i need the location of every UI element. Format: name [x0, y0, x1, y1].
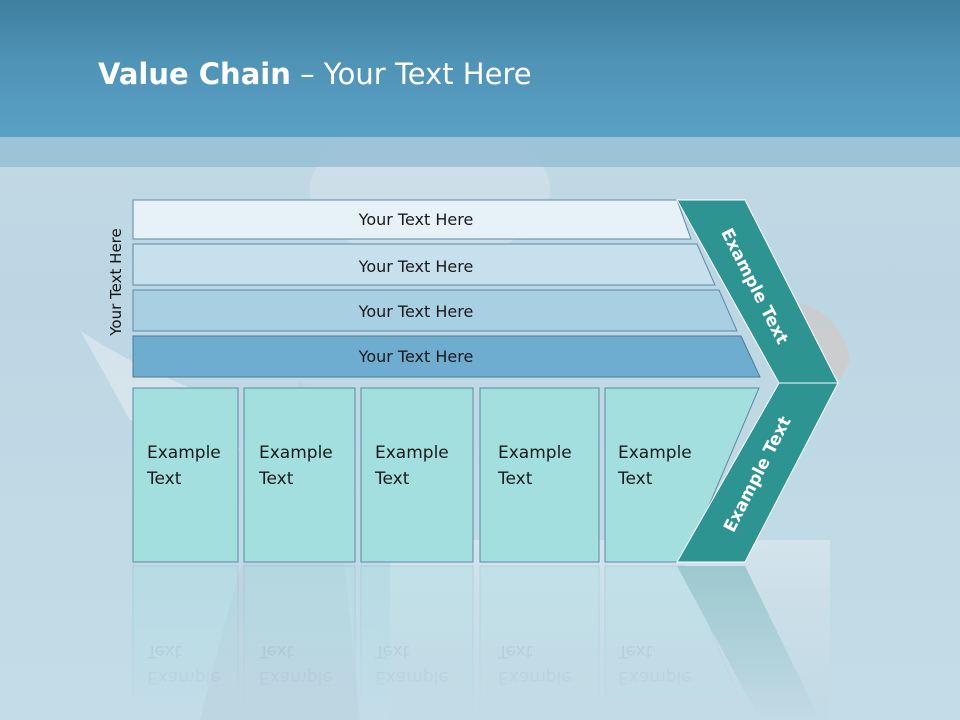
support-row-3-label: Your Text Here [358, 302, 474, 321]
svg-text:Example: Example [259, 667, 333, 687]
svg-text:Text: Text [258, 641, 294, 661]
support-row-3[interactable] [132, 289, 738, 332]
svg-text:Example: Example [618, 667, 692, 687]
primary-cell-1[interactable] [132, 387, 239, 563]
margin-chevron-lower[interactable] [676, 382, 839, 563]
title-rest: – Your Text Here [290, 57, 532, 91]
primary-reflection: Example Text Example Text Example Text Exam… [132, 565, 820, 720]
svg-text:Text: Text [497, 641, 533, 661]
title-bold: Value Chain [98, 57, 291, 91]
support-row-4[interactable] [132, 335, 761, 378]
svg-text:Example: Example [147, 667, 221, 687]
support-row-1-label: Your Text Here [358, 210, 474, 229]
slide-title: Value Chain – Your Text Here [98, 54, 532, 94]
primary-cell-2[interactable] [243, 387, 356, 563]
primary-cell-4[interactable] [479, 387, 600, 563]
support-row-1[interactable] [132, 199, 692, 240]
title-bar [0, 0, 960, 137]
svg-text:Example: Example [375, 667, 449, 687]
svg-text:Text: Text [146, 641, 182, 661]
svg-text:Example: Example [498, 667, 572, 687]
support-row-2[interactable] [132, 243, 716, 286]
title-band [0, 137, 960, 167]
support-row-2-label: Your Text Here [358, 257, 474, 276]
support-row-4-label: Your Text Here [358, 347, 474, 366]
primary-cell-3[interactable] [360, 387, 474, 563]
svg-text:Text: Text [374, 641, 410, 661]
svg-text:Text: Text [617, 641, 653, 661]
